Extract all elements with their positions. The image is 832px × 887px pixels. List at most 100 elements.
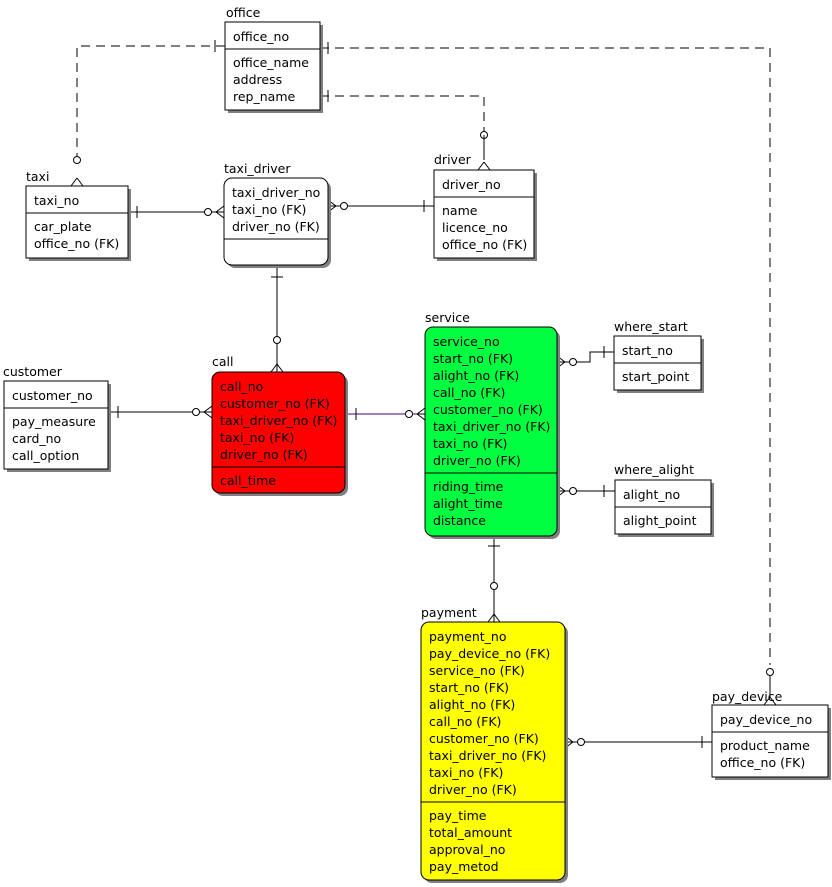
zero-mark bbox=[204, 208, 212, 216]
rel-office-driver bbox=[320, 95, 485, 135]
relationships bbox=[70, 40, 777, 749]
entity-title: taxi_driver bbox=[224, 161, 291, 176]
pk-attribute: alight_no bbox=[623, 487, 680, 502]
pk-attribute: customer_no (FK) bbox=[433, 402, 543, 417]
entity-pay-device: pay_devicepay_device_noproduct_nameoffic… bbox=[711, 689, 831, 780]
entity-title: where_alight bbox=[614, 462, 694, 477]
many-mark bbox=[416, 407, 426, 421]
entity-box bbox=[224, 21, 321, 111]
many-mark bbox=[763, 696, 777, 706]
attribute: office_no (FK) bbox=[34, 236, 119, 251]
entity-box bbox=[424, 326, 558, 537]
entity-title: call bbox=[212, 354, 233, 369]
attribute: car_plate bbox=[34, 219, 92, 234]
pk-attribute: customer_no (FK) bbox=[429, 731, 539, 746]
attribute: distance bbox=[433, 513, 486, 528]
entity-box bbox=[711, 704, 829, 778]
attribute: office_name bbox=[233, 55, 309, 70]
attribute: riding_time bbox=[433, 479, 504, 494]
attribute: name bbox=[442, 203, 478, 218]
pk-attribute: pay_device_no (FK) bbox=[429, 646, 550, 661]
entity-title: service bbox=[425, 310, 470, 325]
pk-attribute: start_no bbox=[622, 343, 673, 358]
pk-attribute: taxi_no (FK) bbox=[433, 436, 507, 451]
attribute: alight_time bbox=[433, 496, 503, 511]
zero-mark bbox=[569, 358, 577, 366]
pk-attribute: call_no (FK) bbox=[429, 714, 501, 729]
pk-attribute: taxi_driver_no bbox=[232, 185, 320, 200]
pk-attribute: taxi_driver_no (FK) bbox=[433, 419, 550, 434]
pk-attribute: start_no (FK) bbox=[433, 351, 513, 366]
entity-title: taxi bbox=[26, 169, 49, 184]
zero-mark bbox=[577, 738, 585, 746]
attribute: call_option bbox=[12, 448, 79, 463]
entity-title: office bbox=[226, 5, 261, 20]
pk-attribute: taxi_driver_no (FK) bbox=[220, 413, 337, 428]
entities: officeoffice_nooffice_nameaddressrep_nam… bbox=[3, 5, 831, 883]
entity-box bbox=[420, 621, 566, 881]
rel-office-taxi bbox=[76, 45, 225, 160]
many-mark bbox=[70, 177, 84, 187]
attribute: call_time bbox=[220, 473, 276, 488]
attribute: approval_no bbox=[429, 842, 505, 857]
pk-attribute: alight_no (FK) bbox=[429, 697, 515, 712]
rel-where-start-service bbox=[557, 351, 614, 363]
attribute: pay_measure bbox=[12, 414, 96, 429]
attribute: product_name bbox=[720, 738, 810, 753]
entity-title: driver bbox=[434, 152, 472, 167]
attribute: card_no bbox=[12, 431, 61, 446]
attribute: pay_time bbox=[429, 808, 487, 823]
rel-office-pay-device bbox=[320, 47, 771, 665]
entity-payment: payment payment_no pay_device_no (FK) servi… bbox=[420, 605, 568, 883]
entity-call: call call_no customer_no (FK) taxi_driver_n… bbox=[211, 354, 348, 496]
pk-attribute: taxi_no bbox=[34, 193, 79, 208]
pk-attribute: taxi_driver_no (FK) bbox=[429, 748, 546, 763]
attribute: pay_metod bbox=[429, 859, 499, 874]
pk-attribute: service_no (FK) bbox=[429, 663, 525, 678]
pk-attribute: start_no (FK) bbox=[429, 680, 509, 695]
pk-attribute: customer_no (FK) bbox=[220, 396, 330, 411]
attribute: start_point bbox=[622, 369, 689, 384]
entity-box bbox=[211, 371, 346, 494]
pk-attribute: taxi_no (FK) bbox=[220, 430, 294, 445]
zero-mark bbox=[192, 408, 200, 416]
many-mark bbox=[203, 405, 213, 419]
zero-mark bbox=[766, 668, 774, 676]
pk-attribute: taxi_no (FK) bbox=[232, 202, 306, 217]
entity-office: officeoffice_nooffice_nameaddressrep_nam… bbox=[224, 5, 323, 113]
many-mark bbox=[215, 205, 225, 219]
entity-title: pay_device bbox=[712, 689, 783, 704]
entity-title: where_start bbox=[614, 319, 688, 334]
pk-attribute: driver_no (FK) bbox=[232, 219, 320, 234]
pk-attribute: service_no bbox=[433, 334, 500, 349]
attribute: address bbox=[233, 72, 282, 87]
entity-taxi: taxi taxi_no car_plate office_no (FK) bbox=[25, 169, 131, 261]
entity-service: service service_no start_no (FK) alight_no … bbox=[424, 310, 560, 539]
zero-mark bbox=[490, 582, 498, 590]
pk-attribute: driver_no (FK) bbox=[220, 447, 308, 462]
entity-title: payment bbox=[421, 605, 477, 620]
entity-box bbox=[223, 177, 329, 266]
attribute: rep_name bbox=[233, 89, 295, 104]
pk-attribute: driver_no (FK) bbox=[433, 453, 521, 468]
attribute: licence_no bbox=[442, 220, 508, 235]
pk-attribute: call_no bbox=[220, 379, 263, 394]
attribute: total_amount bbox=[429, 825, 512, 840]
pk-attribute: driver_no (FK) bbox=[429, 782, 517, 797]
pk-attribute: driver_no bbox=[442, 177, 501, 192]
entity-title: customer bbox=[3, 364, 63, 379]
many-mark bbox=[270, 363, 284, 373]
zero-mark bbox=[340, 202, 348, 210]
zero-mark bbox=[73, 156, 81, 164]
entity-box bbox=[433, 169, 535, 259]
pk-attribute: call_no (FK) bbox=[433, 385, 505, 400]
pk-attribute: payment_no bbox=[429, 629, 507, 644]
many-mark bbox=[487, 613, 501, 623]
zero-mark bbox=[405, 410, 413, 418]
entity-box bbox=[25, 185, 129, 259]
attribute: office_no (FK) bbox=[442, 237, 527, 252]
pk-attribute: alight_no (FK) bbox=[433, 368, 519, 383]
